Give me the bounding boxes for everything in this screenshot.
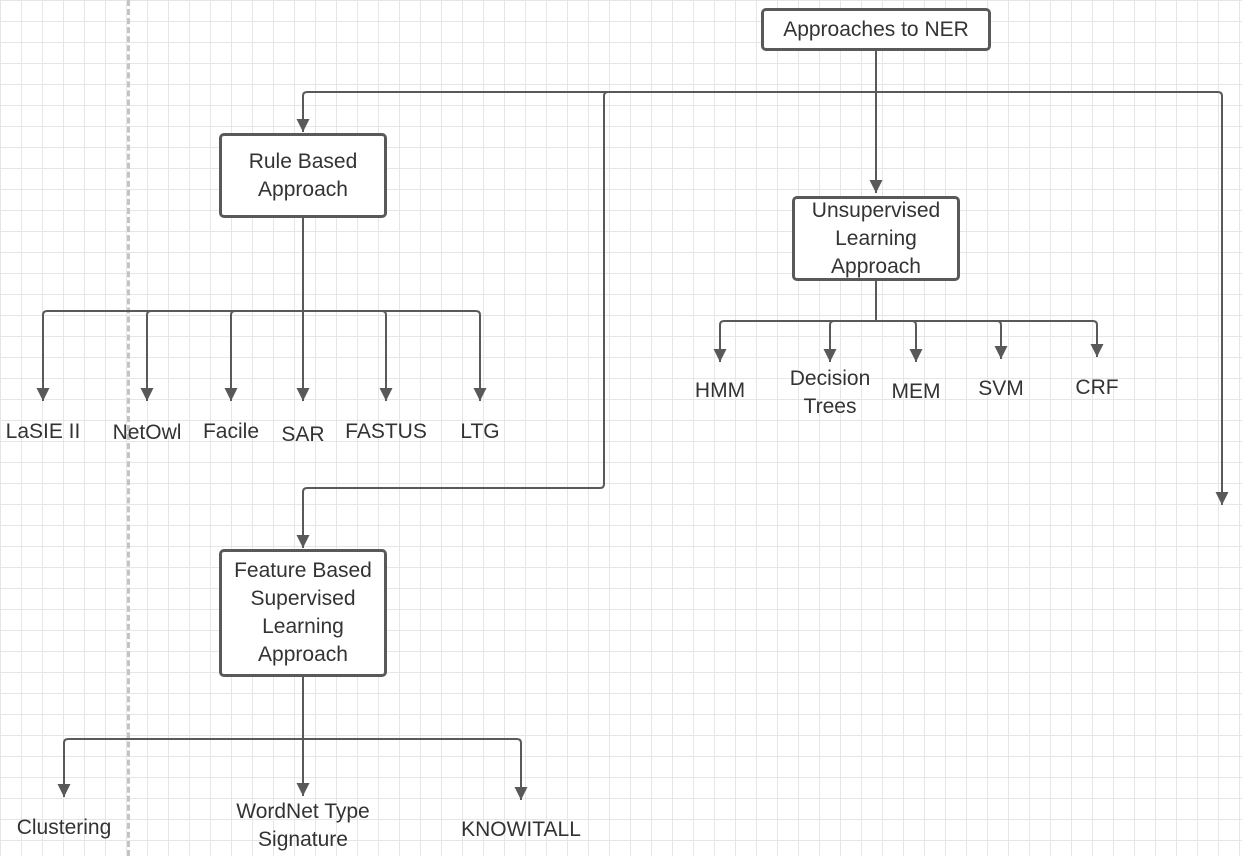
connector-knowitall: [303, 738, 528, 800]
leaf-sar: SAR: [281, 423, 325, 446]
connector-hmm: [713, 320, 876, 362]
node-feature-based-label: Feature Based Supervised Learning Approa…: [234, 559, 372, 666]
connector-decision-trees: [823, 320, 876, 362]
connector-svm: [876, 320, 1008, 359]
connector-ltg: [303, 310, 487, 401]
node-rule-based[interactable]: Rule Based Approach: [219, 133, 387, 218]
leaf-lasie-ii: LaSIE II: [5, 420, 81, 443]
connector-root-feature-based: [296, 91, 876, 548]
leaf-decision-trees: Decision Trees: [789, 367, 871, 418]
connector-root-right-branch: [876, 91, 1229, 505]
connector-lasie: [36, 310, 303, 401]
connector-facile: [224, 310, 303, 401]
connector-fastus: [303, 310, 393, 401]
leaf-knowitall: KNOWITALL: [461, 818, 581, 841]
leaf-svm: SVM: [978, 377, 1024, 400]
leaf-clustering: Clustering: [16, 816, 112, 839]
connector-netowl: [140, 310, 303, 401]
leaf-netowl: NetOwl: [112, 421, 182, 444]
leaf-ltg: LTG: [460, 420, 500, 443]
node-rule-based-label: Rule Based Approach: [248, 149, 358, 201]
node-unsupervised-label: Unsupervised Learning Approach: [811, 198, 941, 278]
connector-crf: [876, 320, 1104, 357]
node-unsupervised[interactable]: Unsupervised Learning Approach: [792, 196, 960, 281]
node-root-label: Approaches to NER: [783, 17, 969, 41]
node-root[interactable]: Approaches to NER: [761, 8, 991, 51]
leaf-hmm: HMM: [694, 379, 746, 402]
connector-clustering: [57, 738, 303, 797]
node-feature-based[interactable]: Feature Based Supervised Learning Approa…: [219, 549, 387, 677]
leaf-facile: Facile: [202, 420, 260, 443]
page-divider: [127, 0, 130, 856]
leaf-fastus: FASTUS: [345, 420, 427, 443]
connector-mem: [876, 320, 923, 362]
leaf-crf: CRF: [1075, 376, 1119, 399]
leaf-mem: MEM: [891, 380, 941, 403]
connector-root-rule-based: [296, 91, 876, 132]
leaf-wordnet-type-signature: WordNet Type Signature: [236, 800, 370, 851]
